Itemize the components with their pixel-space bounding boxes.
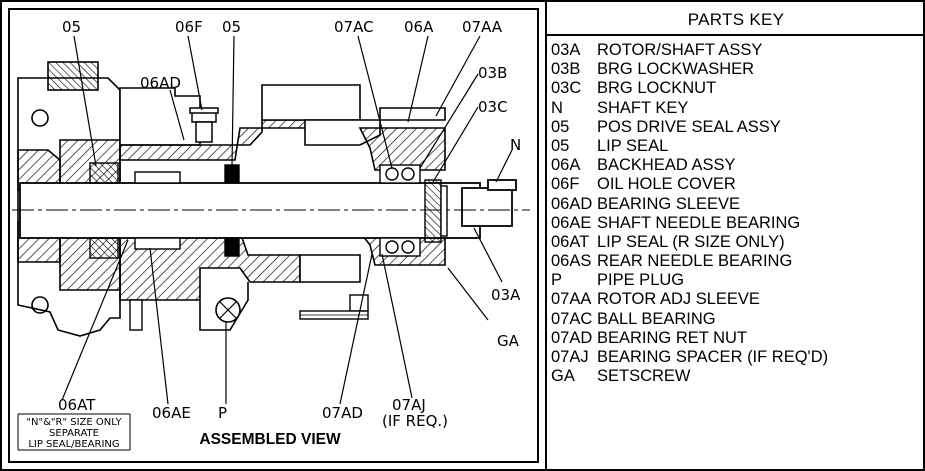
part-description: BALL BEARING [597,309,716,328]
parts-key-title: PARTS KEY [687,10,785,29]
callout-06f: 06F [175,18,203,36]
part-description: BEARING SPACER (IF REQ'D) [597,348,829,366]
list-item: P PIPE PLUG [551,271,828,290]
part-code: 03A [551,41,581,59]
part-description: ROTOR ADJ SLEEVE [597,290,760,309]
list-item: 03B BRG LOCKWASHER [551,60,828,79]
part-code: P [551,271,563,290]
parts-key-panel: PARTS KEY 03A ROTOR/SHAFT ASSY 03B BRG LOC… [547,0,925,471]
part-code: 05 [551,117,570,136]
part-description: LIP SEAL [597,136,669,155]
part-description: OIL HOLE COVER [597,175,736,194]
list-item: 07AA ROTOR ADJ SLEEVE [551,290,828,309]
part-code: 07AA [551,290,592,309]
part-description: POS DRIVE SEAL ASSY [597,117,781,136]
list-item: 06AS REAR NEEDLE BEARING [551,252,828,271]
part-code: 06AS [551,252,592,271]
list-item: 07AJ BEARING SPACER (IF REQ'D) [551,348,828,367]
part-code: 07AC [551,309,593,328]
callout-06ad: 06AD [140,74,181,92]
part-code: GA [551,367,575,386]
list-item: GA SETSCREW [551,367,828,386]
part-description: LIP SEAL (R SIZE ONLY) [597,232,785,251]
callout-06a: 06A [404,18,434,36]
list-item: 03C BRG LOCKNUT [551,79,828,98]
leader-lines [61,35,513,405]
callout-07ad: 07AD [322,404,363,422]
part-code: 06A [551,156,581,175]
part-code: 06F [551,175,580,194]
part-description: SETSCREW [597,367,691,386]
note-line-1: "N"&"R" SIZE ONLY [26,417,122,428]
callout-06ae: 06AE [152,404,191,422]
part-description: ROTOR/SHAFT ASSY [597,41,763,59]
note-line-2: SEPARATE [49,428,99,439]
part-code: 03B [551,60,581,79]
parts-key-list: 03A ROTOR/SHAFT ASSY 03B BRG LOCKWASHER 03… [551,41,828,386]
drawing-caption: ASSEMBLED VIEW [199,431,341,448]
list-item: 06AE SHAFT NEEDLE BEARING [551,214,828,233]
oil-hole-cover [189,107,219,143]
callout-06at: 06AT [58,396,96,414]
callout-03a: 03A [491,286,521,304]
list-item: 05 POS DRIVE SEAL ASSY [551,118,828,137]
assembled-view-drawing: 05 06F 05 07AC 06A 07AA 06AD 03B 03C N 0… [8,8,539,463]
mounting-bolt [129,294,369,331]
callout-07aj: 07AJ [392,396,426,414]
part-code: 05 [551,136,570,155]
list-item: N SHAFT KEY [551,99,828,118]
size-note-box [17,413,131,451]
rotor-shaft [12,179,530,239]
part-description: BEARING SLEEVE [597,194,741,213]
callout-07aa: 07AA [462,18,503,36]
list-item: 03A ROTOR/SHAFT ASSY [551,41,828,60]
callout-n: N [510,136,521,154]
callout-ga: GA [497,332,520,350]
part-code: 06AE [551,213,592,232]
part-description: BEARING RET NUT [597,328,748,347]
callout-07ac: 07AC [334,18,374,36]
part-code: 07AJ [551,348,589,366]
part-code: N [551,98,563,117]
callout-05-lip: 05 [222,18,241,36]
part-description: BRG LOCKWASHER [597,60,755,79]
list-item: 06AT LIP SEAL (R SIZE ONLY) [551,233,828,252]
part-code: 07AD [551,328,593,347]
list-item: 06A BACKHEAD ASSY [551,156,828,175]
part-code: 06AD [551,194,593,213]
pump-casing [17,61,121,337]
part-description: BACKHEAD ASSY [597,156,736,175]
list-item: 05 LIP SEAL [551,137,828,156]
callout-03b: 03B [478,64,507,82]
callout-07aj-note: (IF REQ.) [382,412,448,430]
part-code: 03C [551,79,582,98]
note-line-3: LIP SEAL/BEARING [28,439,119,450]
drawing-border [8,8,539,463]
callout-p: P [218,404,227,422]
part-description: REAR NEEDLE BEARING [597,252,793,271]
seal-bearing-elements [89,162,448,259]
part-description: SHAFT KEY [597,98,689,117]
callout-03c: 03C [478,98,508,116]
part-code: 06AT [551,232,590,251]
part-description: PIPE PLUG [597,271,685,290]
part-description: SHAFT NEEDLE BEARING [597,213,801,232]
part-description: BRG LOCKNUT [597,79,717,98]
list-item: 06F OIL HOLE COVER [551,175,828,194]
callout-05-seal: 05 [62,18,81,36]
